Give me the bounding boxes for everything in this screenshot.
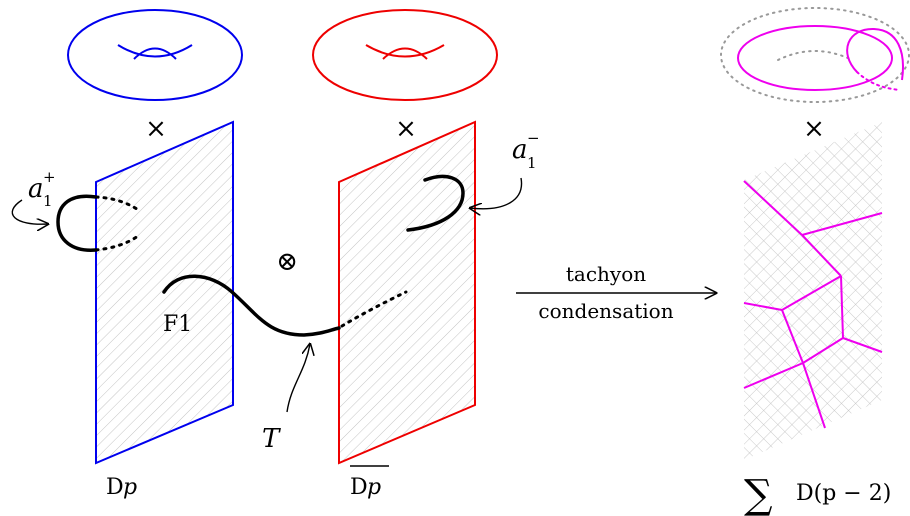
torus-anti-dp-hole-bottom bbox=[382, 47, 428, 60]
svg-text:1: 1 bbox=[527, 154, 537, 172]
svg-text:p: p bbox=[367, 475, 381, 500]
otimes-symbol: ⊗ bbox=[276, 247, 298, 277]
label-tachyon: tachyon bbox=[566, 262, 646, 286]
string-a1-minus bbox=[406, 174, 465, 232]
label-t: T bbox=[262, 424, 281, 454]
torus-result-hole bbox=[777, 50, 853, 61]
label-a1-plus: a 1 + bbox=[28, 168, 56, 210]
dp-brane-edge bbox=[95, 120, 234, 465]
result-brane bbox=[743, 122, 883, 460]
torus-dp-hole-top bbox=[117, 44, 193, 58]
svg-text:−: − bbox=[527, 129, 540, 147]
svg-text:a: a bbox=[28, 174, 44, 204]
svg-text:D(p − 2): D(p − 2) bbox=[796, 481, 891, 506]
torus-result-cycle-a bbox=[737, 25, 893, 91]
svg-text:+: + bbox=[43, 168, 56, 186]
svg-text:D: D bbox=[350, 475, 368, 500]
label-anti-dp: D p bbox=[350, 465, 389, 500]
arrow-a1-plus-pointer bbox=[11, 199, 48, 224]
torus-anti-dp bbox=[312, 9, 498, 101]
label-dp: D p bbox=[106, 475, 137, 500]
label-sum-d-p-minus-2: ∑ D(p − 2) bbox=[744, 472, 891, 516]
anti-dp-brane-edge bbox=[338, 120, 476, 465]
arrow-a1-minus-pointer bbox=[470, 177, 523, 209]
torus-result-cycle-b bbox=[846, 27, 904, 81]
torus-anti-dp-outline bbox=[312, 9, 498, 101]
string-f1 bbox=[162, 274, 408, 337]
svg-text:a: a bbox=[512, 135, 528, 165]
cross-right: × bbox=[803, 114, 825, 144]
torus-dp bbox=[67, 9, 243, 101]
torus-anti-dp-hole-top bbox=[365, 44, 445, 58]
svg-text:1: 1 bbox=[43, 192, 53, 210]
svg-text:p: p bbox=[123, 475, 137, 500]
label-condensation: condensation bbox=[538, 299, 673, 323]
label-f1: F1 bbox=[163, 312, 192, 337]
svg-text:∑: ∑ bbox=[744, 472, 773, 516]
svg-text:D: D bbox=[106, 475, 124, 500]
torus-result bbox=[720, 7, 910, 103]
torus-result-cycle-b-hidden bbox=[856, 71, 901, 91]
label-a1-minus: a 1 − bbox=[512, 129, 540, 172]
string-a1-plus bbox=[56, 194, 142, 252]
cross-left: × bbox=[145, 114, 167, 144]
arrow-t-pointer bbox=[286, 344, 310, 413]
torus-dp-hole-bottom bbox=[133, 47, 177, 60]
cross-middle: × bbox=[395, 114, 417, 144]
torus-result-outline bbox=[720, 7, 910, 103]
torus-dp-outline bbox=[67, 9, 243, 101]
junction-network bbox=[743, 180, 883, 429]
